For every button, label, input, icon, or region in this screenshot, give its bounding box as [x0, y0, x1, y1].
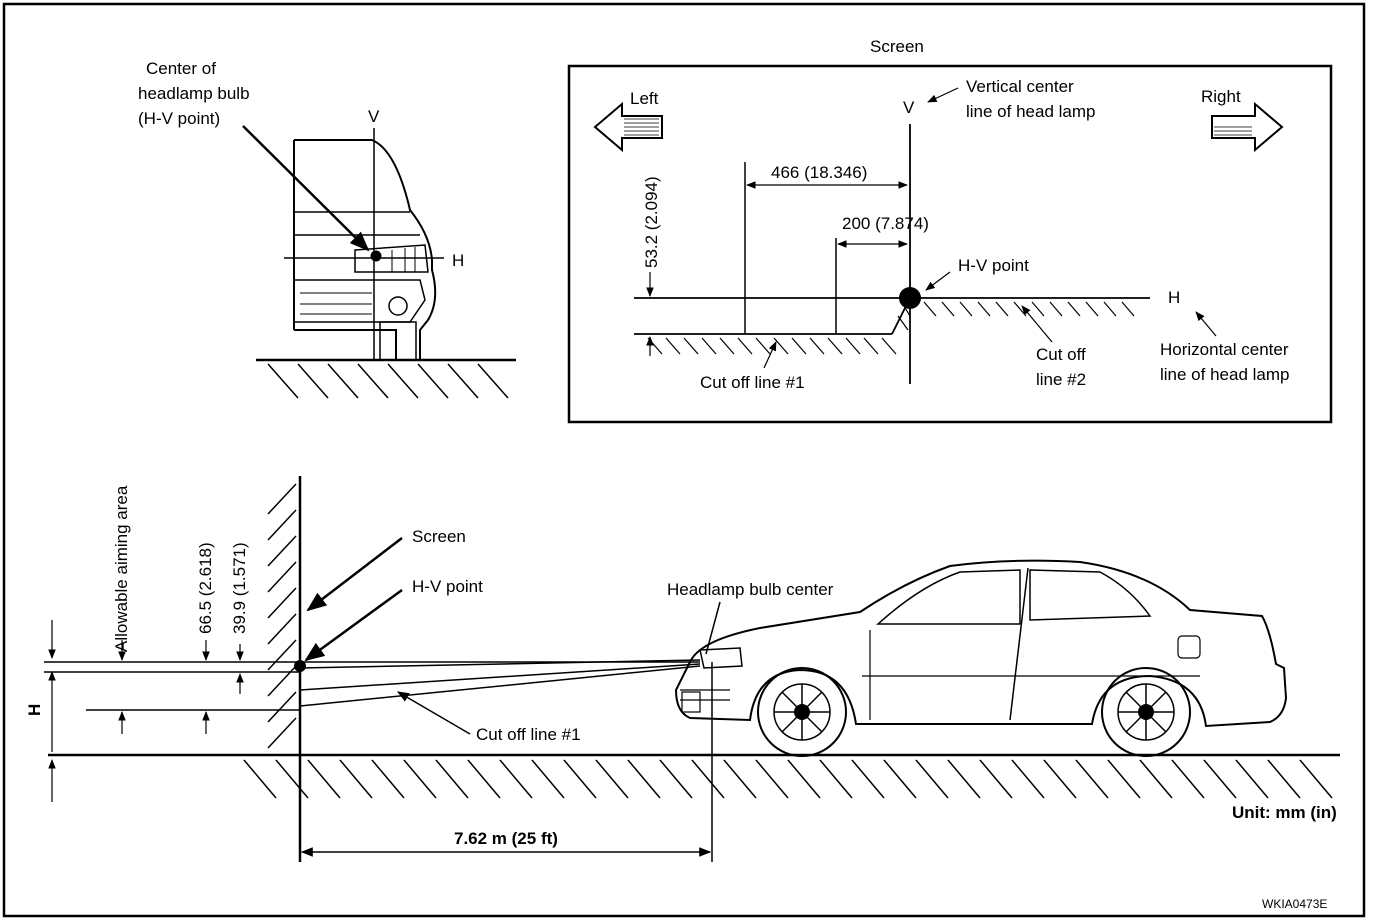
side-h-label: H	[25, 704, 44, 716]
dim-53: 53.2 (2.094)	[642, 176, 661, 268]
screen-cutoff-2-line-1: Cut off	[1036, 345, 1086, 364]
screen-panel-title: Screen	[870, 37, 924, 56]
screen-hv-point-label: H-V point	[958, 256, 1029, 275]
front-callout-line-2: headlamp bulb	[138, 84, 250, 103]
left-label: Left	[630, 89, 659, 108]
distance-label: 7.62 m (25 ft)	[454, 829, 558, 848]
vertical-center-line-1: Vertical center	[966, 77, 1074, 96]
dim-466: 466 (18.346)	[771, 163, 867, 182]
front-v-label: V	[368, 107, 380, 126]
screen-cutoff-1: Cut off line #1	[700, 373, 805, 392]
dim-399: 39.9 (1.571)	[230, 542, 249, 634]
side-hv-dot	[294, 660, 306, 672]
side-hv-point-label: H-V point	[412, 577, 483, 596]
bulb-center-label: Headlamp bulb center	[667, 580, 834, 599]
front-callout-line-3: (H-V point)	[138, 109, 220, 128]
vertical-center-line-2: line of head lamp	[966, 102, 1095, 121]
dim-200: 200 (7.874)	[842, 214, 929, 233]
dim-665: 66.5 (2.618)	[196, 542, 215, 634]
figure-code: WKIA0473E	[1262, 897, 1327, 911]
horizontal-center-line-1: Horizontal center	[1160, 340, 1289, 359]
aiming-area-label: Allowable aiming area	[112, 485, 131, 652]
screen-cutoff-2-line-2: line #2	[1036, 370, 1086, 389]
side-cutoff-1-label: Cut off line #1	[476, 725, 581, 744]
screen-v-label: V	[903, 98, 915, 117]
front-view: Center of headlamp bulb (H-V point) V H	[138, 59, 516, 399]
unit-note: Unit: mm (in)	[1232, 803, 1337, 822]
outer-frame	[2, 2, 1366, 918]
side-view: Screen H-V point Cut off line #1 Headlam…	[25, 476, 1340, 862]
side-screen-label: Screen	[412, 527, 466, 546]
horizontal-center-line-2: line of head lamp	[1160, 365, 1289, 384]
right-label: Right	[1201, 87, 1241, 106]
front-hv-dot	[370, 250, 382, 262]
screen-hv-dot	[899, 287, 921, 309]
front-callout-line-1: Center of	[146, 59, 216, 78]
front-h-label: H	[452, 251, 464, 270]
screen-h-label: H	[1168, 288, 1180, 307]
screen-panel: Screen Left Right V Vertical center line…	[567, 37, 1333, 424]
car-side-icon	[674, 559, 1288, 757]
